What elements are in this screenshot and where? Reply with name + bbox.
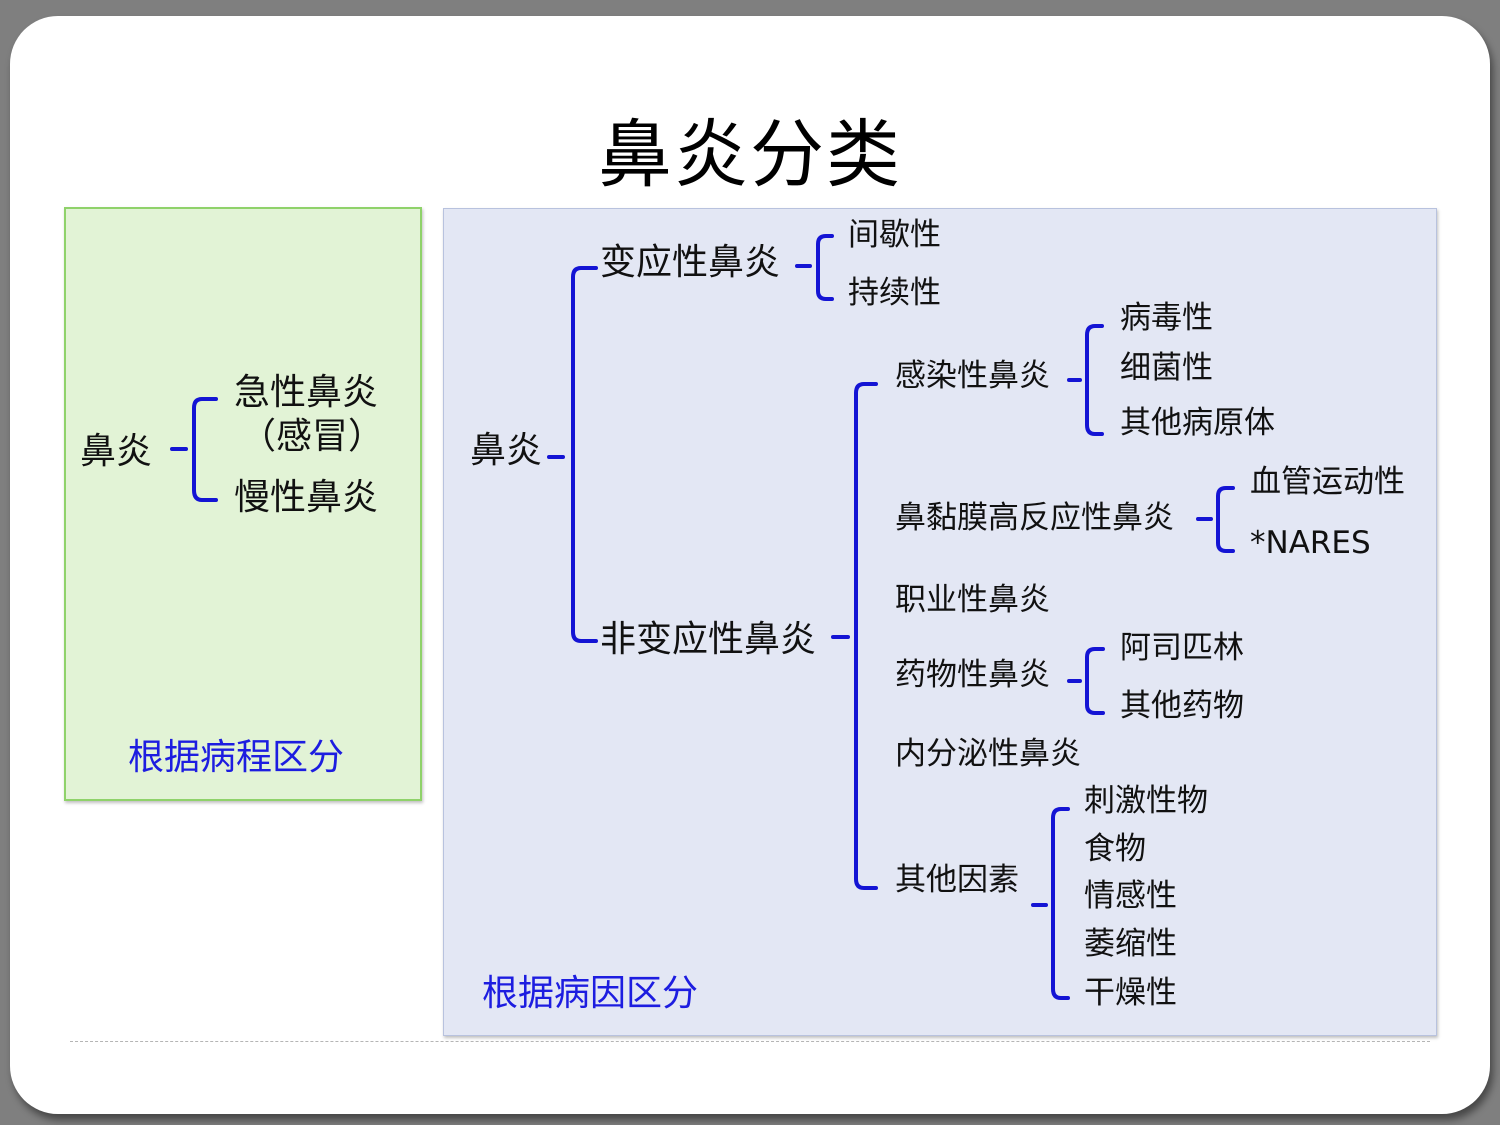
dry-label: 干燥性 (1084, 975, 1177, 1011)
drug-bracket (1067, 647, 1105, 715)
emotional-label: 情感性 (1084, 878, 1177, 914)
other-factors-bracket (1031, 807, 1070, 1000)
hyperreactive-bracket (1196, 486, 1235, 553)
viral-label: 病毒性 (1120, 300, 1213, 336)
course-classification-panel (64, 207, 422, 801)
intermittent-label: 间歇性 (848, 217, 941, 253)
chronic-rhinitis-label: 慢性鼻炎 (234, 477, 379, 518)
left-root-label: 鼻炎 (80, 431, 153, 472)
occupational-rhinitis-label: 职业性鼻炎 (895, 582, 1050, 618)
footer-divider (70, 1041, 1430, 1042)
vasomotor-label: 血管运动性 (1250, 464, 1405, 500)
nonallergic-rhinitis-label: 非变应性鼻炎 (600, 619, 817, 660)
root-bracket (547, 266, 598, 643)
left-root-bracket (170, 397, 218, 502)
irritant-label: 刺激性物 (1084, 783, 1208, 819)
persistent-label: 持续性 (848, 275, 941, 311)
right-root-label: 鼻炎 (470, 430, 543, 471)
bacterial-label: 细菌性 (1120, 350, 1213, 386)
food-label: 食物 (1084, 831, 1146, 867)
slide-title: 鼻炎分类 (598, 112, 902, 198)
acute-rhinitis-label: 急性鼻炎 (234, 372, 379, 413)
aspirin-label: 阿司匹林 (1120, 630, 1244, 666)
other-drug-label: 其他药物 (1120, 688, 1244, 724)
nares-label: *NARES (1250, 525, 1371, 561)
cause-caption: 根据病因区分 (482, 973, 699, 1014)
course-caption: 根据病程区分 (128, 737, 345, 778)
endocrine-rhinitis-label: 内分泌性鼻炎 (895, 736, 1081, 772)
hyperreactive-rhinitis-label: 鼻黏膜高反应性鼻炎 (895, 500, 1174, 536)
other-pathogen-label: 其他病原体 (1120, 405, 1275, 441)
acute-note-label: （感冒） (240, 416, 385, 457)
infectious-rhinitis-label: 感染性鼻炎 (895, 358, 1050, 394)
atrophic-label: 萎缩性 (1084, 926, 1177, 962)
nonallergic-bracket (831, 382, 878, 890)
allergic-rhinitis-label: 变应性鼻炎 (600, 242, 781, 283)
cause-classification-panel (443, 208, 1437, 1036)
drug-rhinitis-label: 药物性鼻炎 (895, 657, 1050, 693)
other-factors-label: 其他因素 (895, 862, 1019, 898)
infectious-bracket (1067, 324, 1104, 436)
allergic-bracket (795, 234, 834, 301)
